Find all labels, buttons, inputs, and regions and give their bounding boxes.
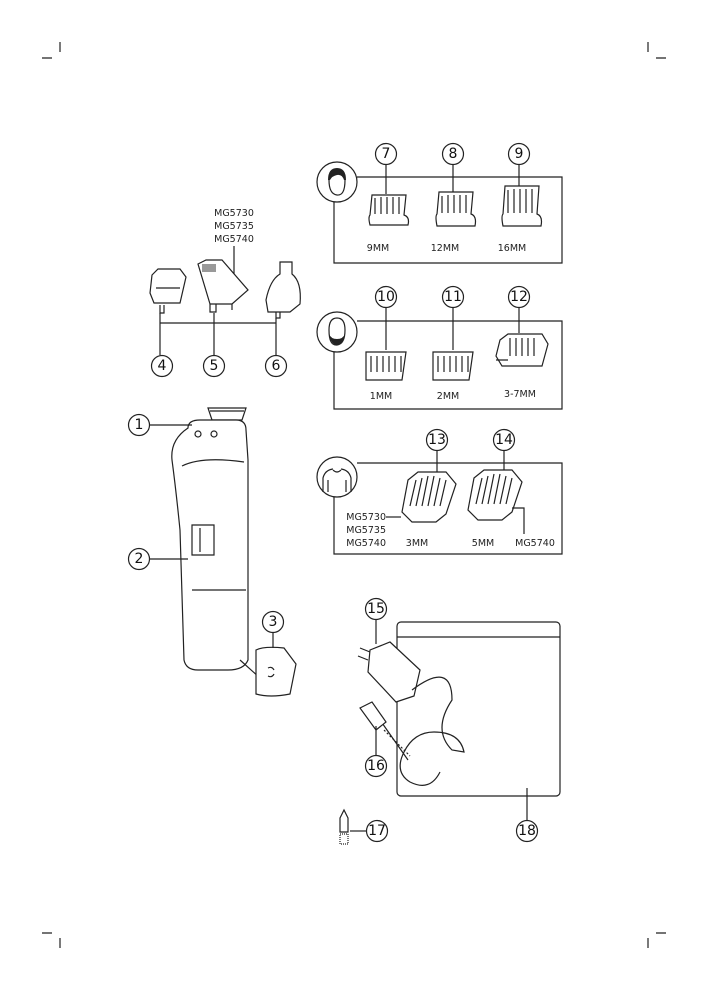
callout-number: 14 [495, 432, 513, 448]
comb-14-size: 5MM [472, 538, 494, 549]
head-hair-icon [316, 161, 358, 203]
socket-detail [255, 646, 297, 697]
attachment-5-model-1: MG5730 [214, 208, 254, 219]
callout-number: 5 [210, 358, 219, 374]
comb-12-size: 3-7MM [504, 389, 536, 400]
callout-4: 4 [150, 354, 174, 378]
beard-comb-section: 1MM 2MM 3-7MM [316, 307, 563, 410]
comb-13-model-1: MG5730 [346, 512, 386, 523]
comb-9-size: 16MM [498, 243, 526, 254]
comb-10-size: 1MM [370, 391, 392, 402]
crop-marks [42, 42, 666, 948]
callout-10: 10 [374, 285, 398, 309]
callout-11: 11 [441, 285, 465, 309]
comb-12 [495, 307, 549, 367]
comb-11-size: 2MM [437, 391, 459, 402]
attachment-4 [149, 268, 187, 304]
callout-number: 4 [158, 358, 167, 374]
callout-number: 3 [269, 614, 278, 630]
callout-number: 18 [518, 823, 536, 839]
hair-comb-section: 9MM 12MM 16MM [316, 161, 563, 264]
pouch [396, 621, 561, 797]
comb-7-size: 9MM [367, 243, 389, 254]
comb-13-size: 3MM [406, 538, 428, 549]
comb-11 [432, 307, 474, 381]
callout-number: 6 [272, 358, 281, 374]
callout-18: 18 [515, 819, 539, 843]
body-icon [316, 456, 358, 498]
callout-16: 16 [364, 754, 388, 778]
comb-14 [467, 450, 525, 534]
callout-number: 11 [444, 289, 462, 305]
comb-14-model: MG5740 [515, 538, 555, 549]
comb-10 [365, 307, 407, 381]
callout-14: 14 [492, 428, 516, 452]
callout-number: 10 [377, 289, 395, 305]
body-comb-section: MG5730 MG5735 MG5740 3MM 5MM MG5740 [316, 450, 563, 555]
comb-13 [386, 450, 457, 523]
attachment-5-model-3: MG5740 [214, 234, 254, 245]
callout-number: 8 [449, 146, 458, 162]
comb-8-size: 12MM [431, 243, 459, 254]
trimmer-body [150, 407, 297, 697]
adapter [367, 641, 421, 703]
callout-number: 12 [510, 289, 528, 305]
callout-12: 12 [507, 285, 531, 309]
callout-3: 3 [261, 610, 285, 634]
callout-number: 16 [367, 758, 385, 774]
callouts: 1 2 3 4 5 6 7 8 9 10 11 12 13 14 15 16 1… [127, 142, 539, 843]
comb-9 [501, 164, 543, 227]
callout-17: 17 [365, 819, 389, 843]
callout-5: 5 [202, 354, 226, 378]
comb-8 [435, 164, 477, 227]
appliance-plug [359, 701, 387, 731]
power-cord [379, 676, 465, 786]
callout-6: 6 [264, 354, 288, 378]
callout-number: 2 [135, 551, 144, 567]
callout-8: 8 [441, 142, 465, 166]
cleaning-brush [339, 808, 366, 845]
callout-number: 13 [428, 432, 446, 448]
callout-15: 15 [364, 597, 388, 621]
callout-1: 1 [127, 413, 151, 437]
callout-number: 15 [367, 601, 385, 617]
attachment-5-model-2: MG5735 [214, 221, 254, 232]
attachments: MG5730 MG5735 MG5740 [149, 208, 301, 355]
beard-icon [316, 311, 358, 353]
callout-9: 9 [507, 142, 531, 166]
comb-7 [368, 164, 410, 226]
callout-number: 9 [515, 146, 524, 162]
callout-number: 17 [368, 823, 386, 839]
callout-number: 7 [382, 146, 391, 162]
callout-7: 7 [374, 142, 398, 166]
callout-13: 13 [425, 428, 449, 452]
callout-2: 2 [127, 547, 151, 571]
comb-13-model-2: MG5735 [346, 525, 386, 536]
callout-number: 1 [135, 417, 144, 433]
comb-13-model-3: MG5740 [346, 538, 386, 549]
attachment-6 [265, 261, 301, 313]
accessories [339, 618, 561, 845]
